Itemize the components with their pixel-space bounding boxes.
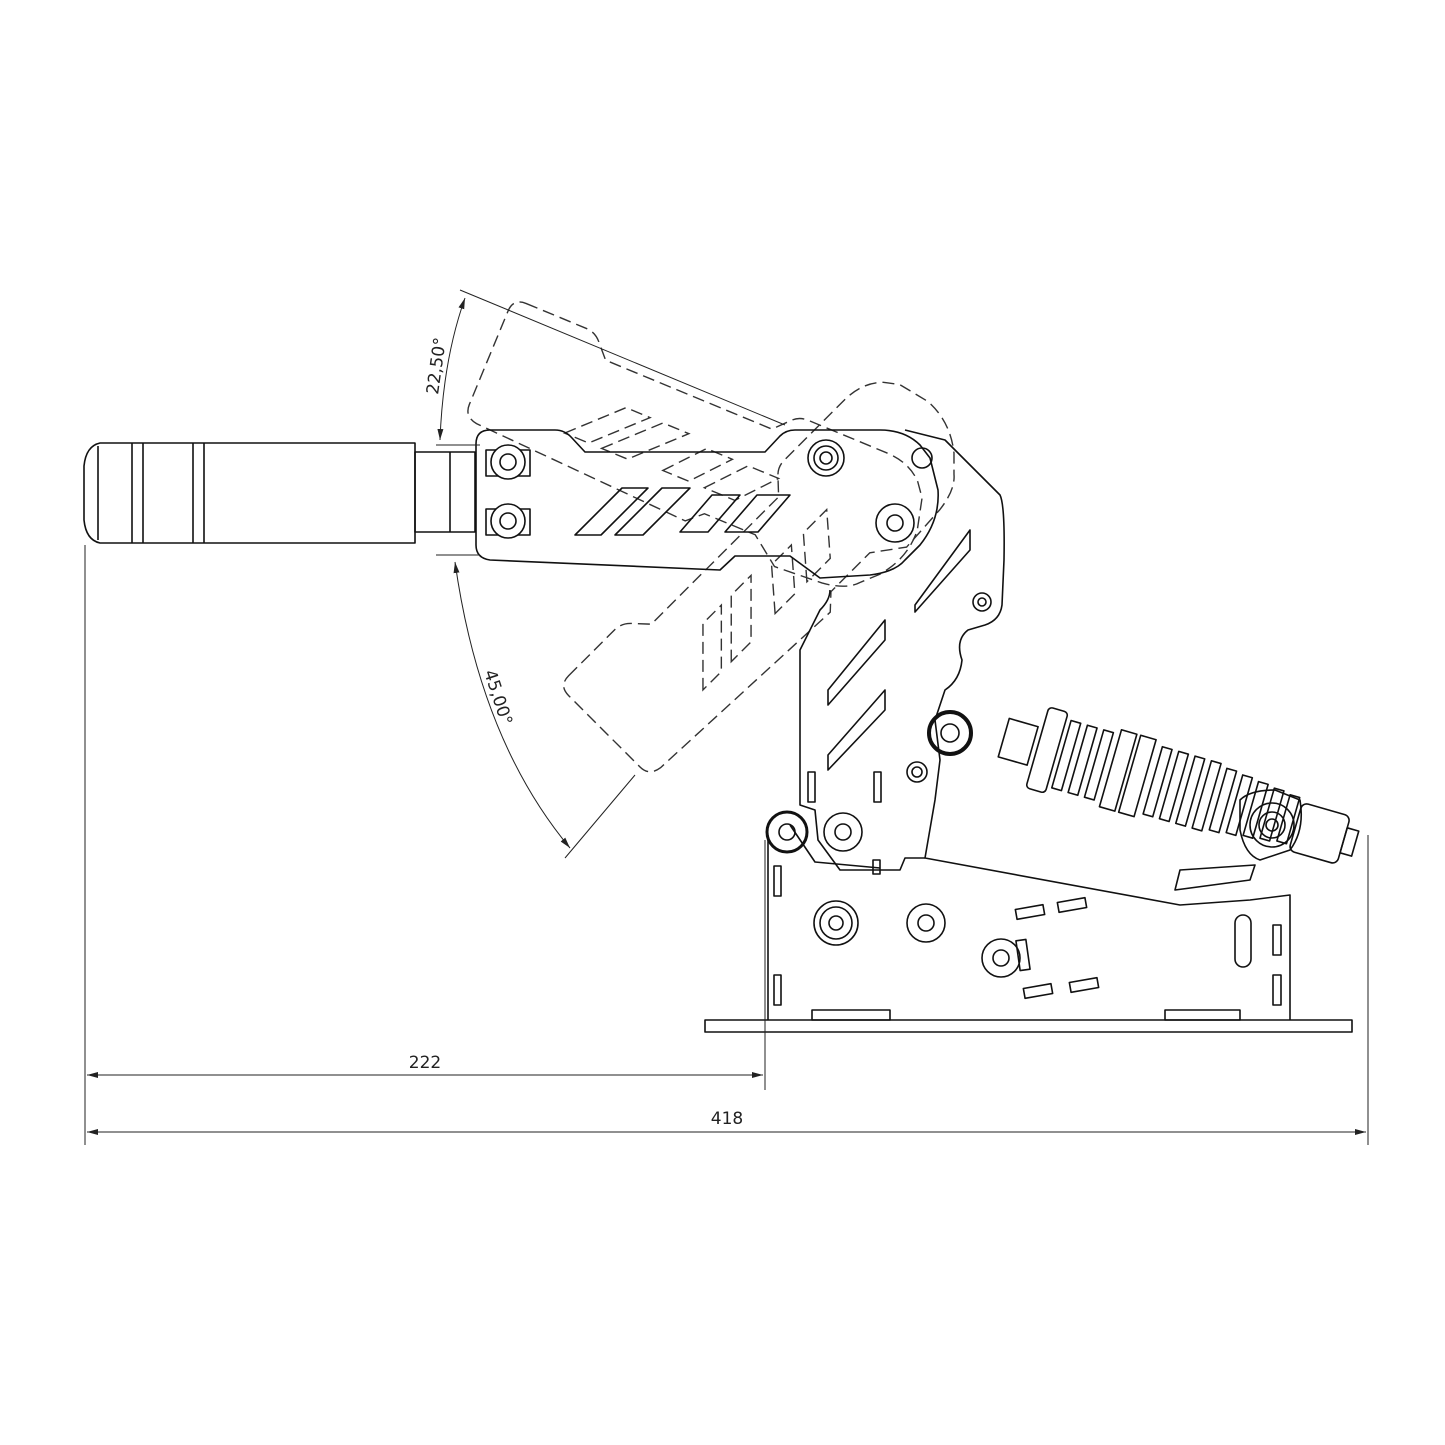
lever-arm [475,429,939,579]
bolts [485,439,1295,978]
bolt-icon [972,592,992,612]
dimension-label-222: 222 [409,1053,441,1073]
bolt-icon [765,810,809,854]
angle-label-upper: 22,50° [423,336,451,395]
dimension-label-418: 418 [711,1109,743,1129]
angle-dimension-lower [436,554,636,859]
bolt-icon [485,444,531,480]
frame-side-plate [767,429,1291,1020]
bolt-icon [906,903,946,943]
bolt-icon [981,938,1021,978]
handle-grip [83,442,476,544]
bolt-icon [1249,802,1295,848]
bolt-icon [906,761,928,783]
bolt-icon [485,503,531,539]
bolt-icon [927,710,973,756]
spring-damper [997,707,1360,864]
bolt-icon [875,503,915,543]
damper-mount [1239,789,1303,861]
bolt-icon [813,900,859,946]
hole-icon [911,447,933,469]
angle-label-lower: 45,00° [479,667,516,728]
bolt-icon [807,439,845,477]
base-plate [704,1009,1353,1033]
lever-lower-position-phantom [558,358,991,792]
linear-dimensions [84,545,1369,1145]
bolt-icon [823,812,863,852]
angle-dimension-upper [436,289,786,446]
